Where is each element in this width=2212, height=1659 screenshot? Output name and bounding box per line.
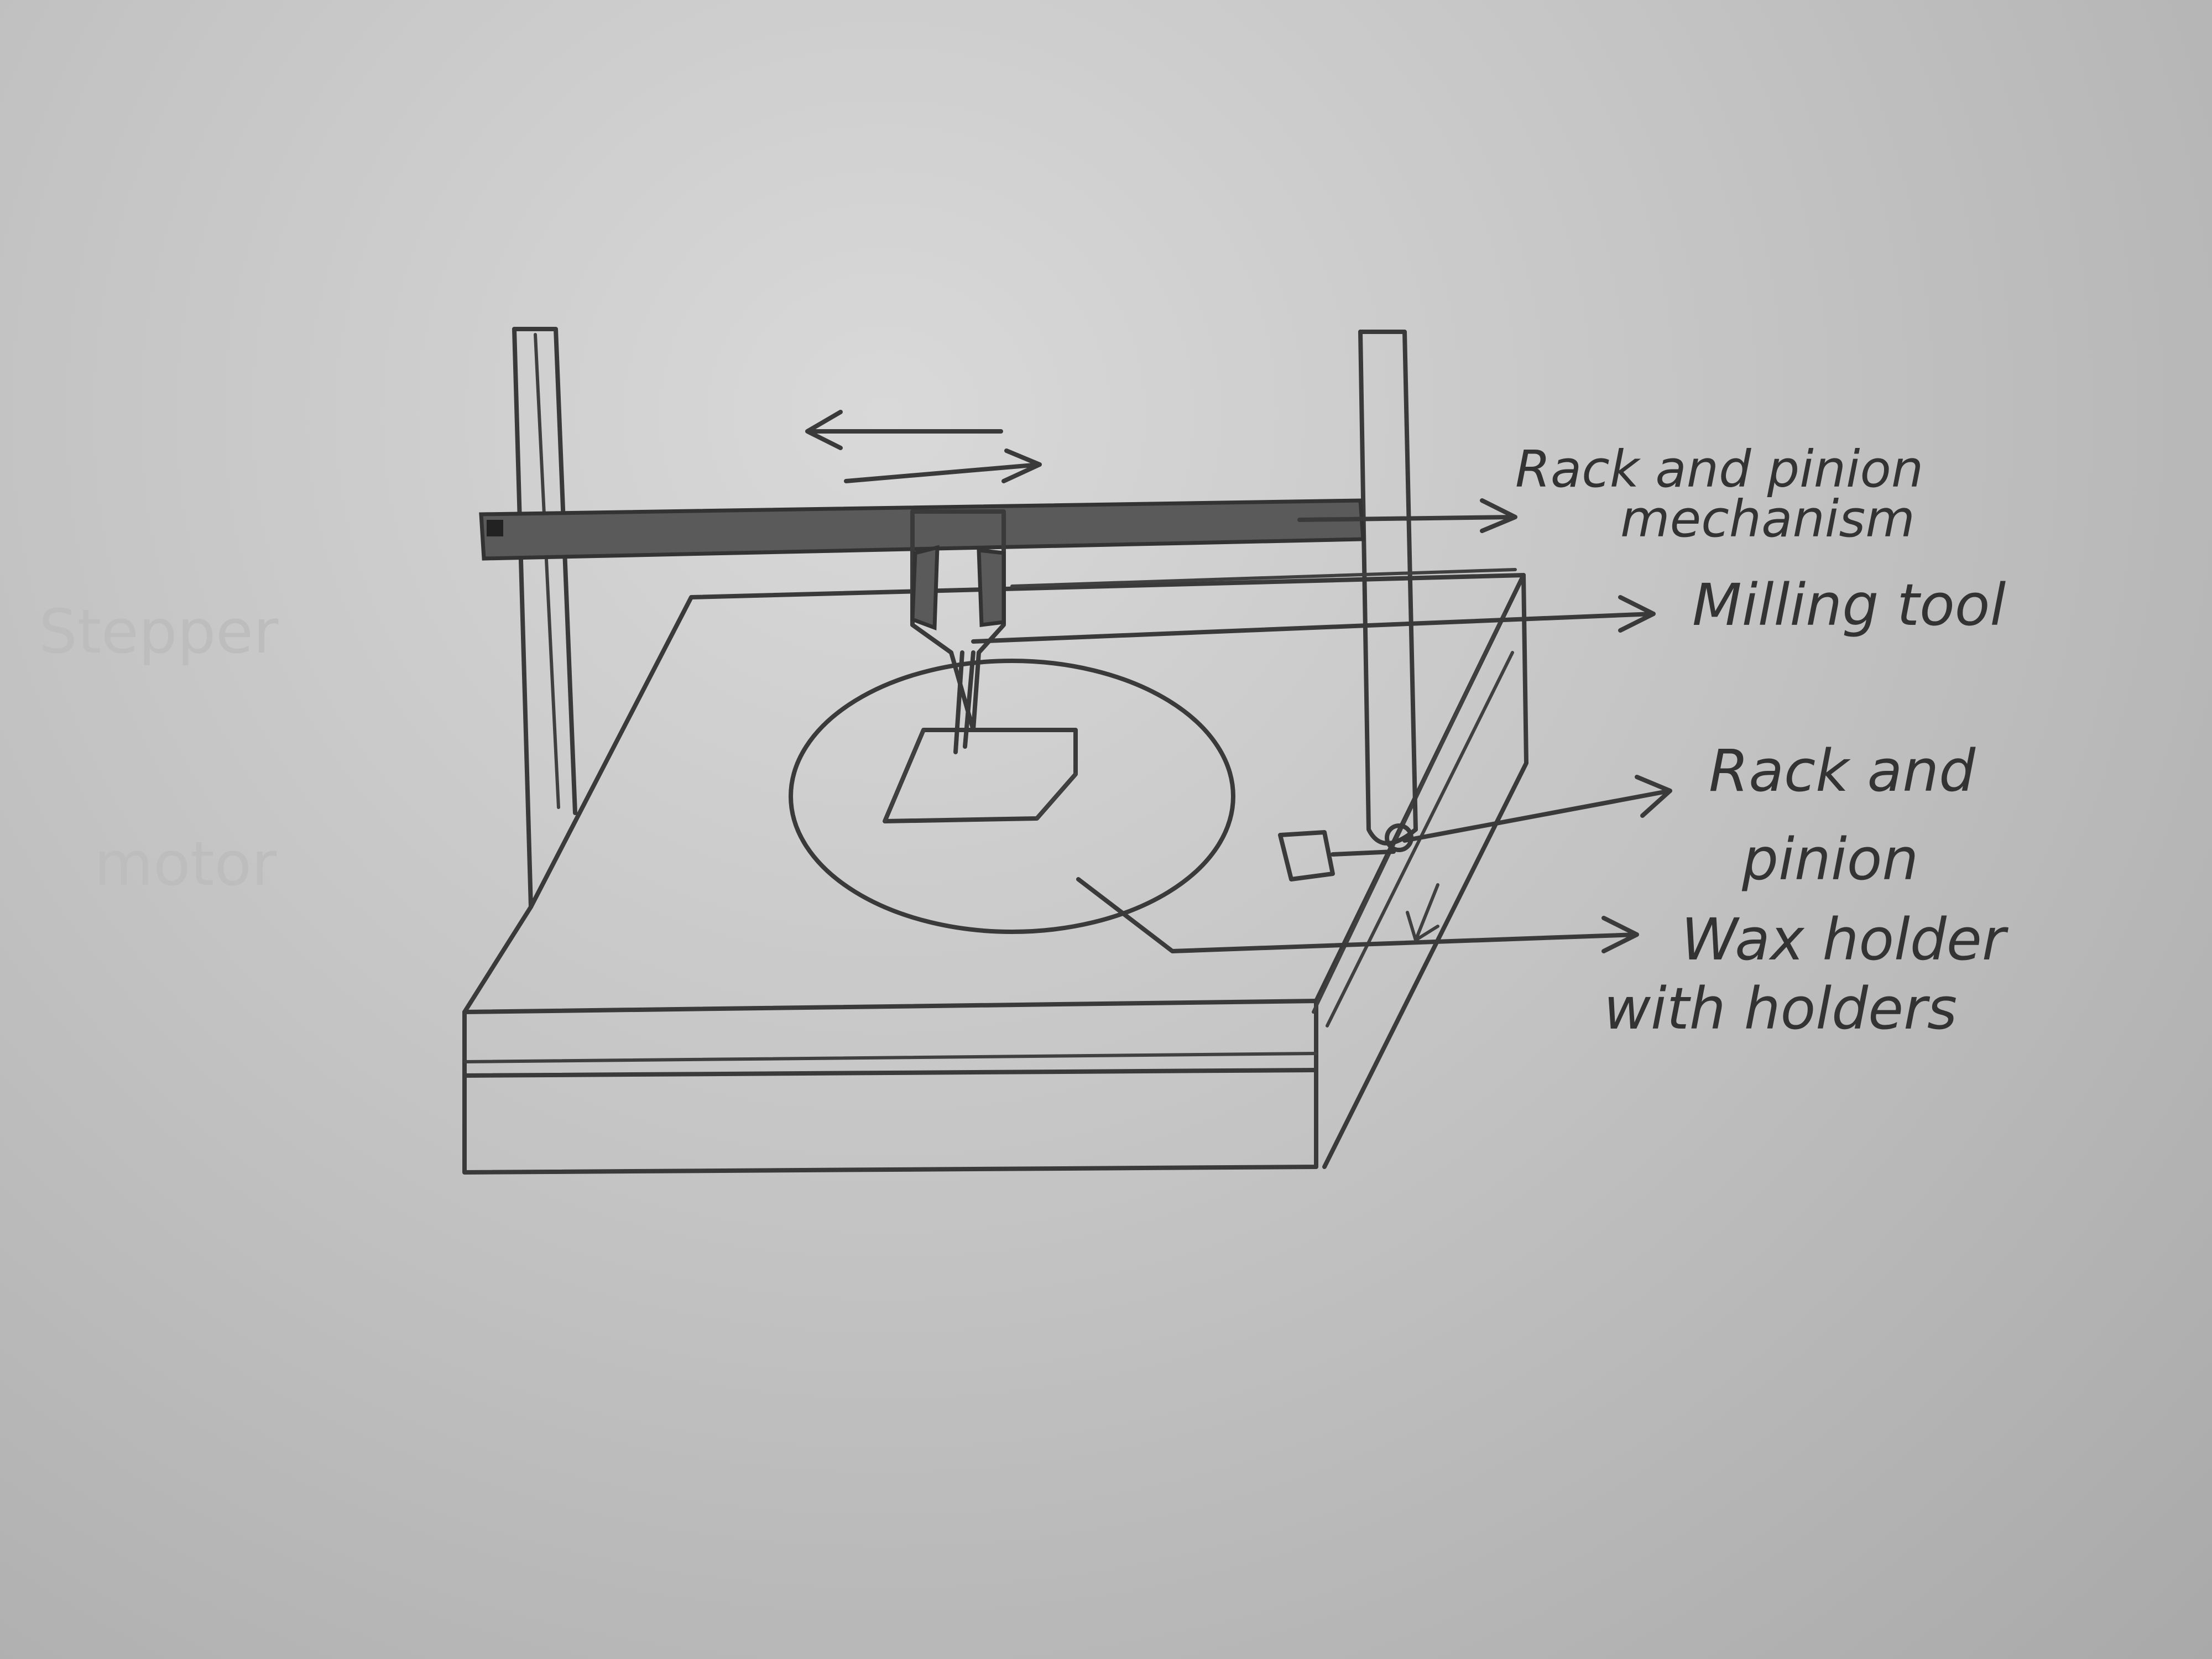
wax-holder: [791, 661, 1233, 932]
faint-note-2: motor: [94, 828, 277, 899]
leader-lines: [973, 500, 1670, 951]
label-rack-top-2: mechanism: [1620, 489, 1915, 549]
label-rack-side-1: Rack and: [1709, 737, 1976, 805]
right-column: [1360, 332, 1416, 843]
leader-milling-tool: [973, 597, 1653, 641]
label-milling-tool: Milling tool: [1692, 571, 2006, 639]
motion-arrows: [807, 412, 1040, 481]
faint-note-1: Stepper: [39, 596, 279, 667]
labels: Rack and pinion mechanism Milling tool R…: [1515, 440, 2009, 1042]
side-motor: [1280, 826, 1411, 879]
label-wax-2: with holders: [1604, 975, 1957, 1042]
label-wax-1: Wax holder: [1681, 906, 2009, 973]
label-rack-side-2: pinion: [1741, 826, 1918, 893]
left-column: [514, 329, 575, 907]
side-motion-arrow: [1407, 885, 1438, 940]
